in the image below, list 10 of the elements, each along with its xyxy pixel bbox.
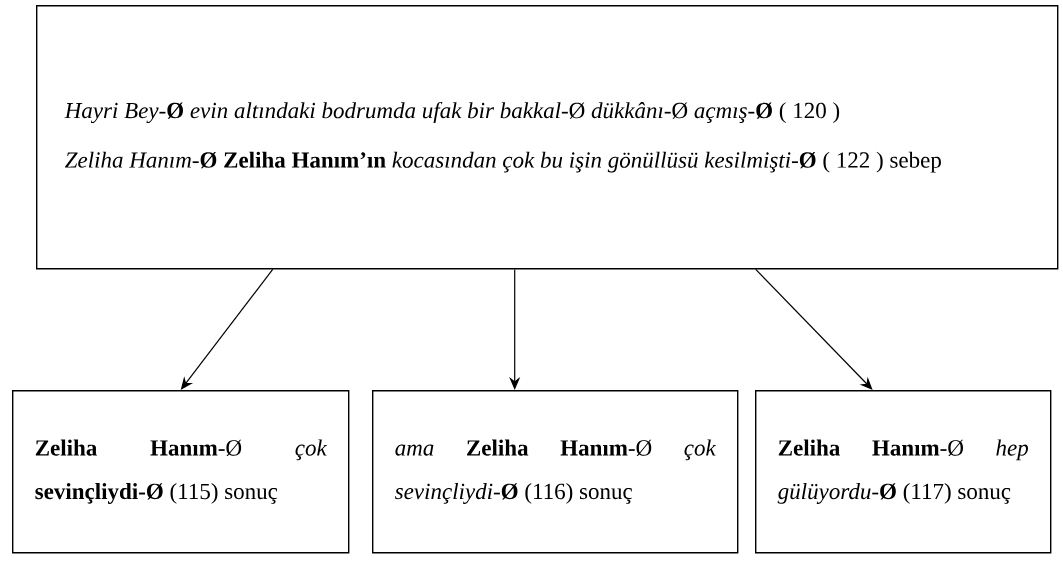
result-box [755, 390, 1052, 554]
paragraph: Zeliha Hanım-Ø hep gülüyordu-Ø (117) sonuç [777, 439, 1028, 504]
result-box [372, 390, 739, 554]
arrow [755, 268, 873, 390]
paragraph: Zeliha Hanım-Ø çok sevinçliydi-Ø (115) sonuç [35, 439, 328, 504]
cause-box [36, 5, 1059, 270]
paragraph: ama Zeliha Hanım-Ø çok sevinçliydi-Ø (116) sonuç [395, 439, 717, 504]
paragraph: Hayri Bey-Ø evin altındaki bodrumda ufak bir bakkal-Ø dükkânı-Ø açmış-Ø ( 120 ) [64, 101, 840, 124]
result-box [12, 390, 350, 554]
paragraph: Zeliha Hanım-Ø Zeliha Hanım’ın kocasından çok bu işin gönüllüsü kesilmişti-Ø ( 122 ) sebep [65, 151, 941, 173]
